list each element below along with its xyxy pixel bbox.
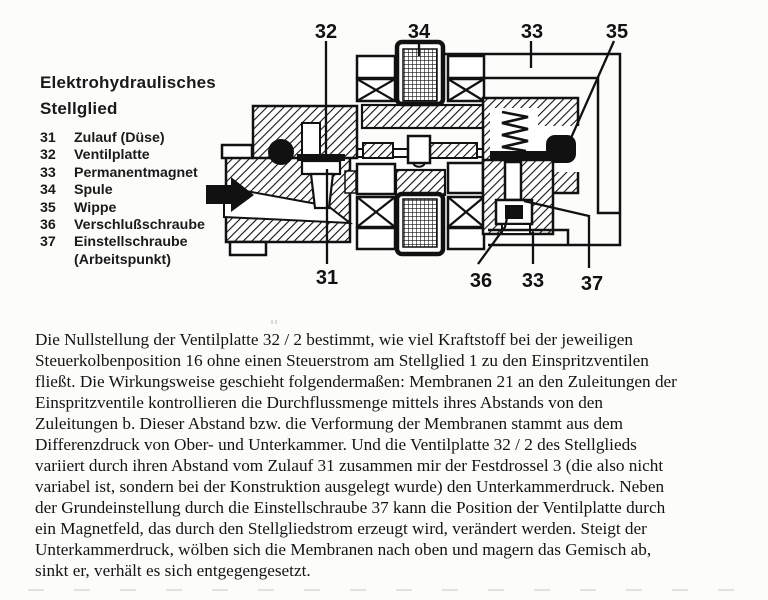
text-line: fließt. Die Wirkungsweise geschieht folg… xyxy=(35,372,677,391)
legend-row: 31 Zulauf (Düse) xyxy=(40,130,216,147)
callout-33-bottom: 33 xyxy=(522,270,544,292)
spring-icon xyxy=(501,110,529,153)
text-line: ein Magnetfeld, das durch den Stellglied… xyxy=(35,519,647,538)
legend-label: Zulauf (Düse) xyxy=(74,130,165,146)
callout-33-top: 33 xyxy=(521,21,543,43)
text-line: der Grundeinstellung durch die Einstells… xyxy=(35,498,666,517)
legend-label: Wippe xyxy=(74,199,117,216)
callout-37: 37 xyxy=(581,273,603,295)
spring-and-screw-block xyxy=(481,96,580,236)
scan-artifact xyxy=(28,589,740,591)
legend-row: (Arbeitspunkt) xyxy=(40,252,216,269)
text-line: Unterkammerdruck, wölben sich die Membra… xyxy=(35,540,652,559)
figure-title: Elektrohydraulisches Stellglied xyxy=(40,70,216,122)
legend-row: 32 Ventilplatte xyxy=(40,147,216,164)
callout-35: 35 xyxy=(606,21,628,43)
electromagnet-assembly xyxy=(344,39,489,257)
callout-32: 32 xyxy=(315,21,337,43)
text-line: Zuleitungen b. Dieser Abstand bzw. die V… xyxy=(35,414,624,433)
legend-number: 31 xyxy=(40,130,56,146)
callout-36: 36 xyxy=(470,270,492,292)
adjustment-screws xyxy=(481,158,555,236)
winding-symbol xyxy=(355,77,486,103)
text-line: Einspritzventile kontrollieren die Durch… xyxy=(35,393,604,412)
legend-row: 35 Wippe xyxy=(40,200,216,217)
text-line: Differenzdruck von Ober- und Unterkammer… xyxy=(35,435,637,454)
text-line: Steuerkolbenposition 16 ohne einen Steue… xyxy=(35,351,649,370)
legend-number: 36 xyxy=(40,217,56,234)
figure-legend: Elektrohydraulisches Stellglied 31 Zulau… xyxy=(40,70,216,269)
coil-bottom xyxy=(394,191,446,257)
callout-31: 31 xyxy=(316,267,338,289)
legend-number: 35 xyxy=(40,199,56,216)
text-line: variiert durch ihren Abstand vom Zulauf … xyxy=(35,456,664,475)
figure-title-line2: Stellglied xyxy=(40,99,118,118)
legend-label: Spule xyxy=(74,182,113,199)
text-line: Die Nullstellung der Ventilplatte 32 / 2… xyxy=(35,330,633,349)
legend-items: 31 Zulauf (Düse) 32 Ventilplatte 33 Perm… xyxy=(40,130,216,269)
actuator-cross-section-diagram: 32 34 33 35 31 36 33 37 xyxy=(206,21,628,295)
legend-row: 34 Spule xyxy=(40,182,216,199)
legend-label: Ventilplatte xyxy=(74,147,150,164)
body-text: Die Nullstellung der Ventilplatte 32 / 2… xyxy=(35,329,759,581)
legend-number: 34 xyxy=(40,182,56,199)
legend-number: 32 xyxy=(40,147,56,164)
inlet-arrow-icon xyxy=(206,177,254,212)
legend-number: 37 xyxy=(40,234,56,251)
legend-label: (Arbeitspunkt) xyxy=(74,251,171,268)
legend-label: Einstellschraube xyxy=(74,234,188,251)
text-line: sinkt er, verhält es sich entgegengesetz… xyxy=(35,561,311,580)
legend-row: 36 Verschlußschraube xyxy=(40,217,216,234)
callout-34: 34 xyxy=(408,21,431,43)
legend-label: Verschlußschraube xyxy=(74,217,205,234)
inlet-housing xyxy=(220,104,359,257)
text-line: variabel ist, sondern bei der Konstrukti… xyxy=(35,477,665,496)
winding-symbol xyxy=(355,195,486,229)
legend-row: 33 Permanentmagnet xyxy=(40,165,216,182)
coil-top xyxy=(394,39,446,107)
legend-number: 33 xyxy=(40,164,56,181)
figure-title-line1: Elektrohydraulisches xyxy=(40,73,216,92)
scan-artifact xyxy=(271,320,277,324)
callout-leader-lines xyxy=(324,40,616,268)
legend-label: Permanentmagnet xyxy=(74,164,198,181)
legend-row: 37 Einstellschraube xyxy=(40,234,216,251)
